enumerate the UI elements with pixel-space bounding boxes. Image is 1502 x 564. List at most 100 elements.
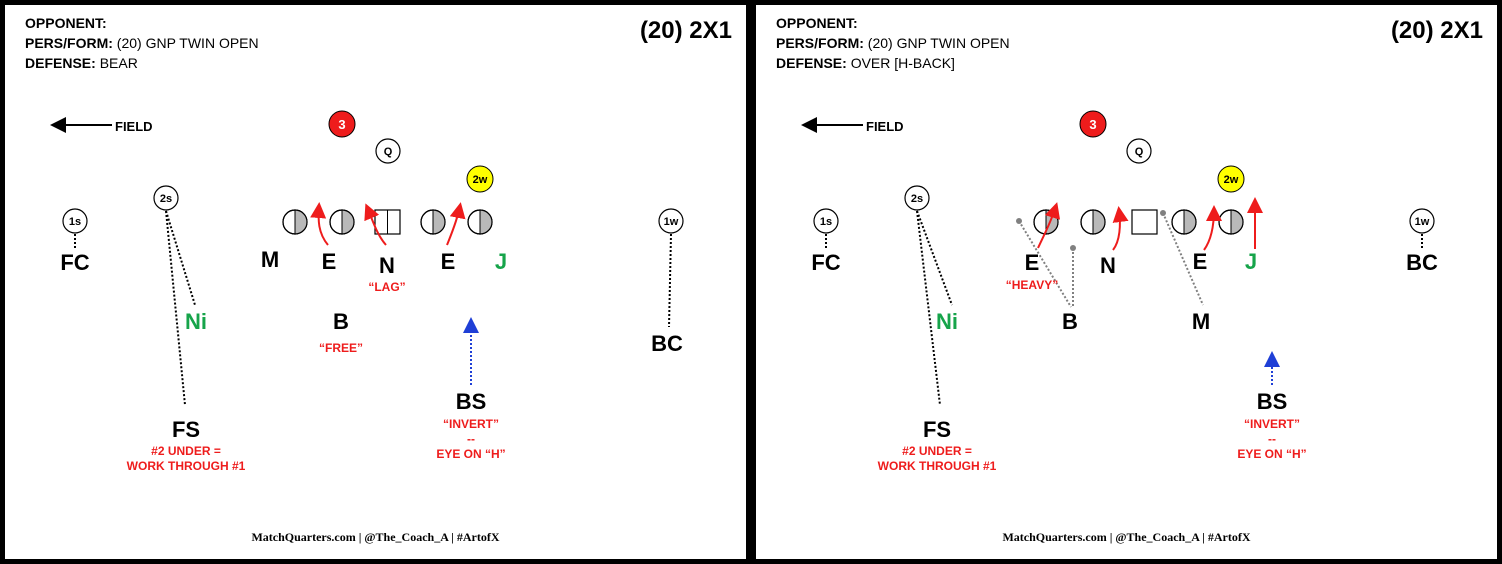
svg-text:3: 3	[1089, 117, 1096, 132]
oline-guard-right	[420, 209, 446, 235]
defender-j: J	[495, 249, 507, 274]
defense-value: OVER [H-BACK]	[850, 55, 955, 71]
opponent-label: OPPONENT:	[776, 15, 858, 31]
receiver-1s: 1s	[62, 208, 88, 234]
oline-guard-right	[1171, 209, 1197, 235]
pers-label: PERS/FORM:	[25, 35, 113, 51]
receiver-2s: 2s	[904, 185, 930, 211]
field-label: FIELD	[866, 119, 904, 134]
field-label: FIELD	[115, 119, 153, 134]
defender-bc: BC	[1406, 250, 1438, 275]
note-bs-line2: --	[1268, 432, 1276, 446]
m-read-line	[1162, 212, 1204, 306]
defender-m: M	[1192, 309, 1210, 334]
receiver-2s: 2s	[153, 185, 179, 211]
svg-text:1w: 1w	[1415, 216, 1430, 228]
oline-guard-left	[1080, 209, 1106, 235]
svg-text:2w: 2w	[473, 174, 488, 186]
footer-credit: MatchQuarters.com | @The_Coach_A | #Arto…	[1002, 530, 1251, 544]
defender-b: B	[1062, 309, 1078, 334]
note-bs-line3: EYE ON “H”	[1237, 447, 1306, 461]
defender-fs: FS	[172, 417, 200, 442]
play-diagram: FIELD 3 Q 2w 2s 1s 1w	[801, 110, 1438, 473]
opponent-label: OPPONENT:	[25, 15, 107, 31]
svg-text:3: 3	[338, 117, 345, 132]
note-bs-line3: EYE ON “H”	[436, 447, 505, 461]
note-free: “FREE”	[319, 341, 363, 355]
defender-e-right: E	[1193, 249, 1208, 274]
svg-text:Q: Q	[384, 146, 393, 158]
receiver-3: 3	[328, 110, 356, 138]
oline-center	[374, 209, 401, 235]
b-read-line-1	[1018, 220, 1072, 308]
svg-text:2s: 2s	[160, 193, 172, 205]
n-movement-arrow	[364, 203, 387, 246]
defender-j: J	[1245, 249, 1257, 274]
defender-e-left: E	[1025, 250, 1040, 275]
defender-e-left: E	[322, 249, 337, 274]
e2-movement-arrow	[446, 202, 466, 246]
note-bs-line2: --	[467, 432, 475, 446]
play-diagram: FIELD 3 Q 2w 2s 1s 1w	[50, 110, 684, 473]
oline-guard-left	[329, 209, 355, 235]
ni-key-line	[165, 210, 196, 306]
defender-m: M	[261, 247, 279, 272]
oline-center	[1131, 209, 1158, 235]
receiver-2w: 2w	[1217, 165, 1245, 193]
defense-value: BEAR	[99, 55, 138, 71]
defender-n: N	[1100, 253, 1116, 278]
receiver-1w: 1w	[1409, 208, 1435, 234]
n-movement-arrow	[1112, 206, 1129, 251]
quarterback: Q	[375, 138, 401, 164]
defender-fs: FS	[923, 417, 951, 442]
defender-b: B	[333, 309, 349, 334]
e1-movement-arrow	[1037, 202, 1061, 249]
right-panel: OPPONENT: PERS/FORM: (20) GNP TWIN OPEN …	[751, 0, 1502, 564]
ni-key-line	[916, 210, 953, 306]
oline-tackle-right	[467, 209, 493, 235]
quarterback: Q	[1126, 138, 1152, 164]
receiver-3: 3	[1079, 110, 1107, 138]
defense-label: DEFENSE:	[25, 55, 96, 71]
note-bs-line1: “INVERT”	[443, 417, 499, 431]
svg-text:Q: Q	[1135, 146, 1144, 158]
svg-text:1s: 1s	[69, 216, 81, 228]
bc-key-line	[668, 233, 672, 328]
svg-text:2s: 2s	[911, 193, 923, 205]
header-info: OPPONENT: PERS/FORM: (20) GNP TWIN OPEN …	[776, 13, 1010, 73]
fs-key-line	[916, 210, 941, 406]
defender-bs: BS	[1257, 389, 1288, 414]
receiver-1w: 1w	[658, 208, 684, 234]
pers-label: PERS/FORM:	[776, 35, 864, 51]
e1-movement-arrow	[310, 202, 329, 246]
defender-n: N	[379, 253, 395, 278]
note-heavy: “HEAVY”	[1006, 278, 1058, 292]
pers-value: (20) GNP TWIN OPEN	[867, 35, 1010, 51]
header-info: OPPONENT: PERS/FORM: (20) GNP TWIN OPEN …	[25, 13, 259, 73]
defender-bc: BC	[651, 331, 683, 356]
footer-credit: MatchQuarters.com | @The_Coach_A | #Arto…	[251, 530, 500, 544]
oline-tackle-right	[1218, 209, 1244, 235]
svg-text:1s: 1s	[820, 216, 832, 228]
note-lag: “LAG”	[368, 280, 405, 294]
receiver-2w: 2w	[466, 165, 494, 193]
note-fs-line2: WORK THROUGH #1	[878, 459, 997, 473]
fs-key-line	[165, 210, 186, 406]
left-panel: OPPONENT: PERS/FORM: (20) GNP TWIN OPEN …	[0, 0, 751, 564]
defender-fc: FC	[60, 250, 89, 275]
formation-title: (20) 2X1	[1390, 17, 1483, 44]
receiver-1s: 1s	[813, 208, 839, 234]
defender-bs: BS	[456, 389, 487, 414]
svg-text:2w: 2w	[1224, 174, 1239, 186]
formation-title: (20) 2X1	[639, 17, 732, 44]
e2-movement-arrow	[1203, 205, 1222, 251]
note-fs-line1: #2 UNDER =	[151, 444, 221, 458]
defender-ni: Ni	[185, 309, 207, 334]
svg-text:1w: 1w	[664, 216, 679, 228]
defense-label: DEFENSE:	[776, 55, 847, 71]
oline-tackle-left	[282, 209, 308, 235]
note-fs-line1: #2 UNDER =	[902, 444, 972, 458]
defender-ni: Ni	[936, 309, 958, 334]
note-fs-line2: WORK THROUGH #1	[127, 459, 246, 473]
note-bs-line1: “INVERT”	[1244, 417, 1300, 431]
